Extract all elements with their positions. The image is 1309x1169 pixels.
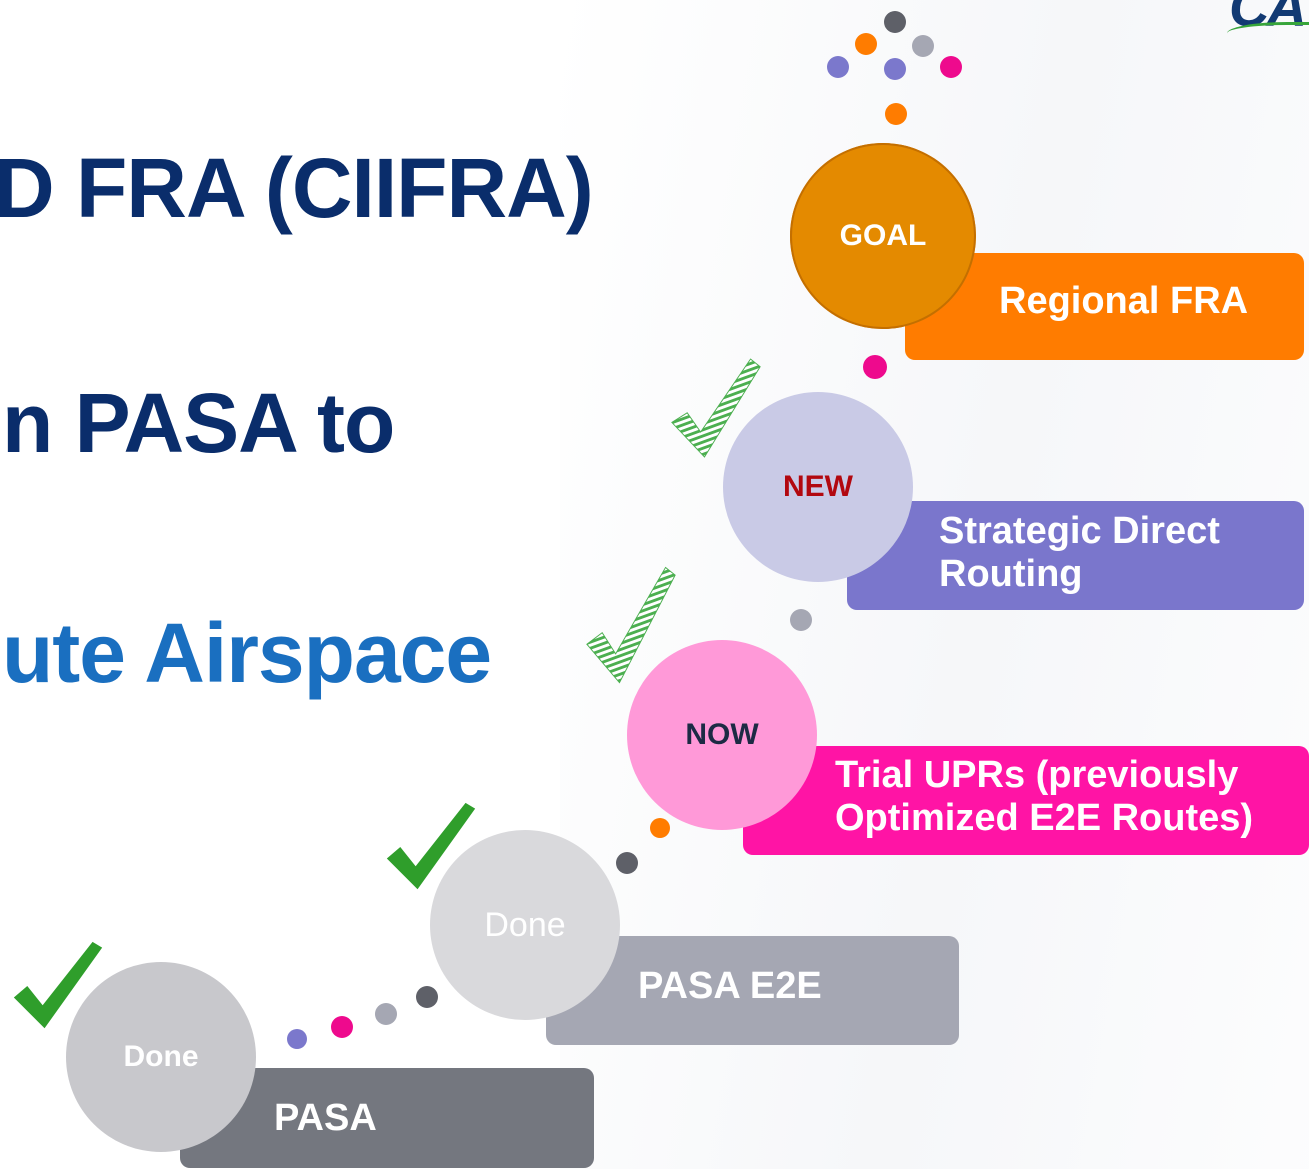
step-new-circle: NEW [723, 392, 913, 582]
step-new-label-box: Strategic Direct Routing [847, 501, 1304, 610]
connector-dot [827, 56, 849, 78]
step-now-label-line-1: Trial UPRs (previously [835, 753, 1239, 796]
connector-dot [287, 1029, 307, 1049]
logo: CA [1219, 0, 1309, 40]
step-new-label-line-2: Routing [939, 552, 1083, 595]
step-pasa-e2e-label: PASA E2E [638, 965, 822, 1008]
step-new-status: NEW [783, 470, 853, 503]
logo-swoosh [1227, 22, 1309, 40]
step-new-label-line-1: Strategic Direct [939, 509, 1220, 552]
step-goal-label-box: Regional FRA [905, 253, 1304, 360]
step-pasa-label: PASA [274, 1096, 377, 1139]
check-icon [586, 566, 676, 684]
connector-dot [940, 56, 962, 78]
title-line-1: D FRA (CIIFRA) [0, 141, 594, 235]
connector-dot [375, 1003, 397, 1025]
step-now-status: NOW [685, 718, 759, 751]
step-goal-circle: GOAL [790, 143, 976, 329]
check-icon [13, 941, 103, 1029]
connector-dot [912, 35, 934, 57]
connector-dot [616, 852, 638, 874]
connector-dot [863, 355, 887, 379]
step-goal-status: GOAL [839, 219, 927, 252]
step-goal-label: Regional FRA [999, 280, 1249, 323]
step-pasa-status: Done [123, 1040, 199, 1073]
connector-dot [416, 986, 438, 1008]
connector-dot [884, 58, 906, 80]
check-icon [671, 358, 761, 458]
connector-dot [884, 11, 906, 33]
connector-dot [885, 103, 907, 125]
connector-dot [790, 609, 812, 631]
step-pasa-circle: Done [66, 962, 256, 1152]
title-line-3: ute Airspace [2, 606, 492, 700]
connector-dot [650, 818, 670, 838]
check-icon [386, 802, 476, 890]
step-pasa-e2e-status: Done [484, 905, 566, 944]
step-now-label-line-2: Optimized E2E Routes) [835, 796, 1254, 839]
connector-dot [331, 1016, 353, 1038]
step-pasa-e2e-circle: Done [430, 830, 620, 1020]
step-now-label-box: Trial UPRs (previously Optimized E2E Rou… [743, 746, 1309, 855]
connector-dot [855, 33, 877, 55]
title-line-2: n PASA to [2, 376, 395, 470]
step-now-circle: NOW [627, 640, 817, 830]
